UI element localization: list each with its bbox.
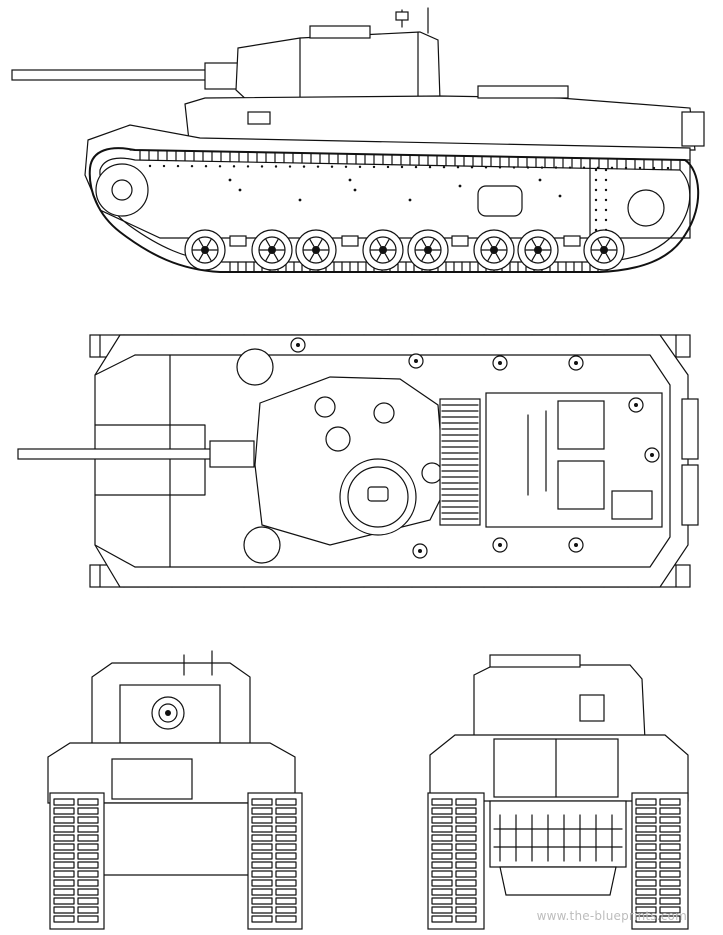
rear-view-drawing (427, 654, 689, 930)
side-hull-side (84, 124, 691, 239)
top-rear-box-lower (681, 464, 699, 526)
front-transmission-cover (111, 758, 193, 800)
rear-track-links (431, 798, 681, 923)
top-deck-fittings (290, 337, 660, 559)
front-view-drawing (47, 650, 303, 930)
rear-left-track (427, 792, 485, 930)
top-engine-grille (439, 398, 481, 526)
top-rear-box-upper (681, 398, 699, 460)
side-turret (235, 31, 441, 104)
rear-lower-plate (499, 866, 617, 896)
side-track (88, 147, 700, 273)
side-rivets (148, 164, 670, 232)
top-gun-barrel (17, 448, 219, 460)
rear-turret (473, 664, 646, 741)
rear-turret-box (579, 694, 605, 722)
side-idler-hub (627, 189, 665, 227)
top-view-drawing (17, 334, 699, 588)
side-view-drawing (11, 7, 705, 273)
side-rear-stowage (681, 111, 705, 147)
front-left-track (49, 792, 105, 930)
top-codriver-hatch (243, 526, 281, 564)
rear-plate-detail (493, 814, 623, 862)
side-road-wheels (184, 229, 625, 271)
side-gun-mantlet (204, 62, 240, 90)
top-grille-slats (441, 404, 479, 520)
side-escape-hatch (477, 185, 523, 217)
side-engine-deck-fitting (477, 85, 569, 99)
rear-hull-plate (489, 800, 627, 868)
front-track-links (53, 798, 297, 923)
side-cupola (309, 25, 371, 39)
rear-right-track (631, 792, 689, 930)
rear-cupola (489, 654, 581, 668)
watermark-text: www.the-blueprints.com (536, 909, 687, 923)
top-driver-hatch (236, 348, 274, 386)
top-gun-mantlet (209, 440, 255, 468)
front-right-track (247, 792, 303, 930)
top-loader-hatch (325, 426, 351, 452)
side-gun-barrel (11, 69, 219, 81)
